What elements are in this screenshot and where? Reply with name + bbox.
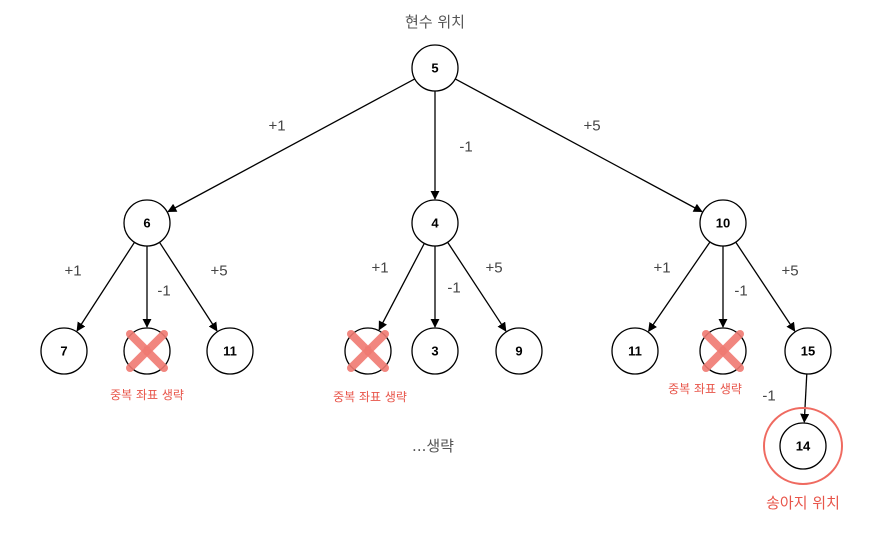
node-n11b: 11 <box>611 327 659 375</box>
node-label: 14 <box>796 439 811 454</box>
edge-n6-n7 <box>76 241 136 332</box>
edge-n6-n11a <box>158 241 218 332</box>
node-label: 5 <box>431 61 438 76</box>
edge-label-n4-n5b: +1 <box>371 260 388 277</box>
edge-n10-n15 <box>735 241 796 332</box>
cross-stroke <box>702 330 744 372</box>
edge-label-root-n6: +1 <box>268 118 285 135</box>
node-n6: 6 <box>123 199 171 247</box>
node-n14: 14 <box>763 407 843 485</box>
edge-n4-n5b <box>378 243 425 331</box>
edge-label-n10-n15: +5 <box>781 263 798 280</box>
node-circle <box>411 199 459 247</box>
node-n9b: 9 <box>699 327 747 375</box>
node-circle <box>411 44 459 92</box>
node-circle <box>611 327 659 375</box>
cross-stroke <box>347 330 389 372</box>
node-root: 5 <box>411 44 459 92</box>
edge-label-n4-n3: -1 <box>447 280 460 297</box>
node-n5a: 5 <box>123 327 171 375</box>
node-n5b: 5 <box>344 327 392 375</box>
duplicate-note-3: 중복 좌표 생략 <box>668 382 742 396</box>
cross-mark-icon <box>347 330 389 372</box>
edge-label-n15-n14: -1 <box>762 388 775 405</box>
omitted-note: ...생략 <box>412 437 454 455</box>
edge-n10-n11b <box>648 241 711 332</box>
node-n11a: 11 <box>206 327 254 375</box>
node-circle <box>206 327 254 375</box>
edge-label-n6-n5a: -1 <box>157 283 170 300</box>
node-n3: 3 <box>411 327 459 375</box>
node-label: 7 <box>60 344 67 359</box>
node-label: 9 <box>515 344 522 359</box>
edge-root-n6 <box>167 78 416 213</box>
edge-label-n4-n9: +5 <box>485 260 502 277</box>
node-circle <box>784 327 832 375</box>
node-circle <box>411 327 459 375</box>
node-circle <box>40 327 88 375</box>
node-label: 10 <box>716 216 730 231</box>
node-label: 6 <box>143 216 150 231</box>
goal-label: 송아지 위치 <box>766 494 840 512</box>
node-n9: 9 <box>495 327 543 375</box>
edges-layer <box>76 78 810 423</box>
node-n4: 4 <box>411 199 459 247</box>
diagram-title: 현수 위치 <box>405 13 465 31</box>
node-n15: 15 <box>784 327 832 375</box>
goal-ring <box>763 407 843 485</box>
cross-mark-icon <box>702 330 744 372</box>
edge-labels-layer: +1 -1 +5 +1 -1 +5 +1 -1 +5 +1 -1 +5 -1 <box>64 118 798 405</box>
node-circle <box>699 199 747 247</box>
edge-label-n10-n9b: -1 <box>734 283 747 300</box>
node-label: 4 <box>431 216 439 231</box>
edge-label-root-n10: +5 <box>583 118 600 135</box>
node-label: 3 <box>431 344 438 359</box>
cross-stroke <box>126 330 168 372</box>
cross-mark-icon <box>126 330 168 372</box>
edge-root-n10 <box>454 78 703 213</box>
nodes-layer: 5 6 4 10 7 5 11 5 3 9 11 9 15 14 <box>40 44 843 485</box>
node-n7: 7 <box>40 327 88 375</box>
edge-n4-n9 <box>447 241 507 332</box>
node-n10: 10 <box>699 199 747 247</box>
duplicate-note-1: 중복 좌표 생략 <box>110 388 184 402</box>
node-circle <box>123 199 171 247</box>
edge-n15-n14 <box>800 373 810 423</box>
duplicate-note-2: 중복 좌표 생략 <box>333 390 407 404</box>
edge-label-root-n4: -1 <box>459 139 472 156</box>
node-label: 11 <box>628 344 642 359</box>
edge-label-n6-n7: +1 <box>64 263 81 280</box>
node-circle <box>495 327 543 375</box>
node-label: 11 <box>223 344 237 359</box>
edge-label-n10-n11b: +1 <box>653 260 670 277</box>
node-label: 15 <box>801 344 815 359</box>
node-circle <box>779 422 827 470</box>
edge-label-n6-n11a: +5 <box>210 263 227 280</box>
